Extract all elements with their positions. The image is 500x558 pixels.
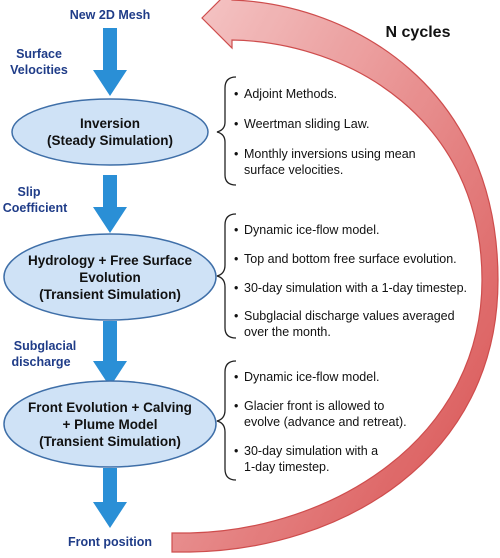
bullet-dot: •	[234, 147, 238, 161]
bullet-1-3b: surface velocities.	[244, 163, 343, 177]
bullet-dot: •	[234, 223, 238, 237]
subglacial-discharge-label-line1: Subglacial	[14, 339, 77, 353]
stage-3-line-1: Front Evolution + Calving	[28, 400, 192, 415]
bullet-dot: •	[234, 252, 238, 266]
subglacial-discharge-label-line2: discharge	[11, 355, 70, 369]
bullet-2-4a: Subglacial discharge values averaged	[244, 309, 455, 323]
stage-front-evolution: Front Evolution + Calving + Plume Model …	[3, 380, 217, 468]
bullet-dot: •	[234, 370, 238, 384]
new-mesh-label: New 2D Mesh	[70, 8, 151, 22]
stage-3-line-3: (Transient Simulation)	[39, 434, 181, 449]
down-arrow-4	[93, 468, 127, 528]
surface-velocities-label-line2: Velocities	[10, 63, 68, 77]
bullet-2-4b: over the month.	[244, 325, 331, 339]
bullet-dot: •	[234, 399, 238, 413]
slip-coefficient-label-line1: Slip	[18, 185, 41, 199]
bullet-2-3: 30-day simulation with a 1-day timestep.	[244, 281, 467, 295]
bullet-1-1: Adjoint Methods.	[244, 87, 337, 101]
stage-hydrology: Hydrology + Free Surface Evolution (Tran…	[3, 233, 217, 321]
down-arrow-2	[93, 175, 127, 233]
bullet-dot: •	[234, 281, 238, 295]
stage-2-line-3: (Transient Simulation)	[39, 287, 181, 302]
bullet-dot: •	[234, 309, 238, 323]
bullet-dot: •	[234, 444, 238, 458]
bullet-3-3a: 30-day simulation with a	[244, 444, 378, 458]
surface-velocities-label-line1: Surface	[16, 47, 62, 61]
bullet-2-2: Top and bottom free surface evolution.	[244, 252, 457, 266]
stage-3-bullets: • Dynamic ice-flow model. • Glacier fron…	[234, 370, 407, 474]
stage-2-line-2: Evolution	[79, 270, 141, 285]
stage-1-line-1: Inversion	[80, 116, 140, 131]
down-arrow-3	[93, 321, 127, 387]
brace-1	[216, 76, 237, 186]
stage-2-line-1: Hydrology + Free Surface	[28, 253, 192, 268]
cycle-arrow	[171, 0, 499, 553]
bullet-1-2: Weertman sliding Law.	[244, 117, 370, 131]
stage-2-bullets: • Dynamic ice-flow model. • Top and bott…	[234, 223, 467, 339]
bullet-3-1: Dynamic ice-flow model.	[244, 370, 379, 384]
stage-1-line-2: (Steady Simulation)	[47, 133, 173, 148]
bullet-2-1: Dynamic ice-flow model.	[244, 223, 379, 237]
n-cycles-label: N cycles	[386, 24, 451, 41]
bullet-3-2b: evolve (advance and retreat).	[244, 415, 407, 429]
stage-inversion: Inversion (Steady Simulation)	[11, 98, 209, 166]
bullet-3-3b: 1-day timestep.	[244, 460, 329, 474]
stage-3-line-2: + Plume Model	[63, 417, 158, 432]
bullet-dot: •	[234, 87, 238, 101]
down-arrow-1	[93, 28, 127, 96]
bullet-1-3a: Monthly inversions using mean	[244, 147, 416, 161]
front-position-label: Front position	[68, 535, 152, 549]
bullet-dot: •	[234, 117, 238, 131]
brace-3	[216, 360, 237, 481]
brace-2	[216, 213, 237, 339]
bullet-3-2a: Glacier front is allowed to	[244, 399, 384, 413]
slip-coefficient-label-line2: Coefficient	[3, 201, 68, 215]
stage-1-bullets: • Adjoint Methods. • Weertman sliding La…	[234, 87, 416, 177]
